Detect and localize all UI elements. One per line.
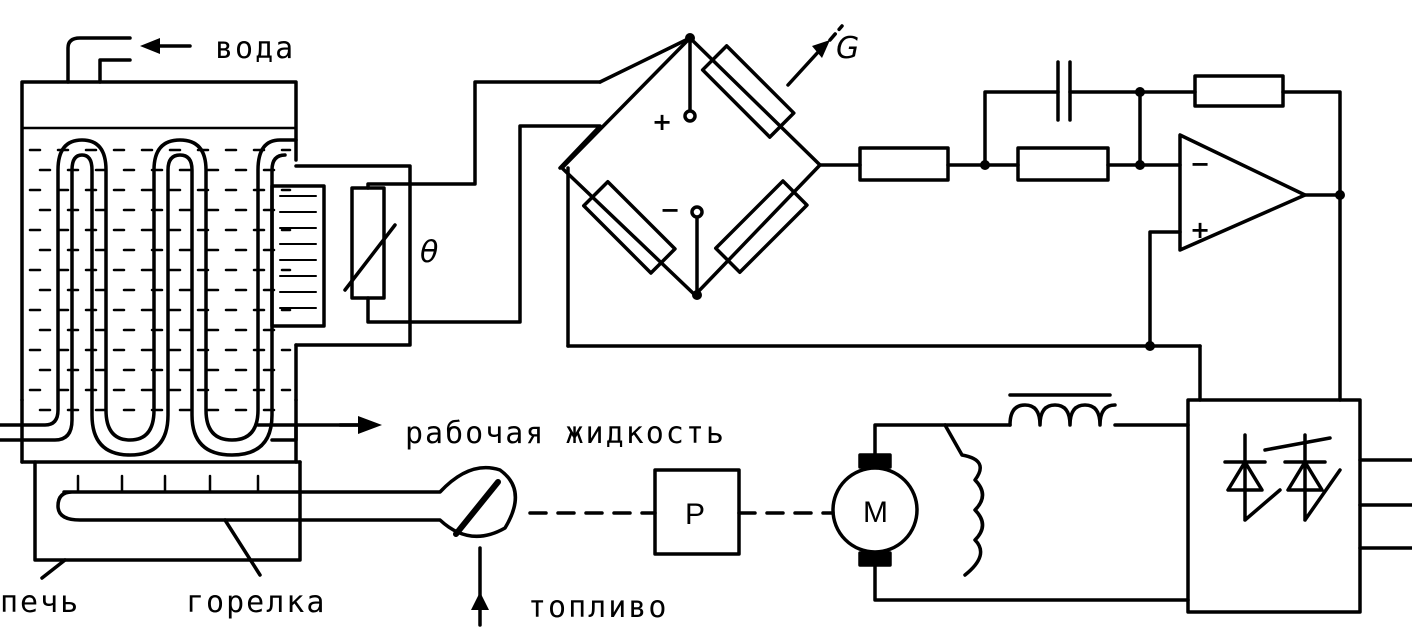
regulator-label: P [685, 498, 705, 531]
g-arrow-head [812, 40, 830, 58]
motor-circuit [831, 393, 1190, 602]
junction-dots [685, 33, 1345, 351]
power-unit [1186, 398, 1412, 614]
feedback-resistor-2 [1193, 74, 1285, 108]
opamp [1178, 133, 1307, 252]
bridge-circuit [560, 36, 1202, 348]
input-resistor [858, 146, 950, 182]
bridge-resistor-left [581, 179, 677, 275]
water-level [20, 126, 298, 412]
fuel-arrow-head [471, 592, 489, 610]
burner-flame-arrows [76, 474, 260, 494]
theta-label: θ [420, 235, 438, 270]
burner-label: горелка [186, 585, 326, 620]
amplifier-chain [818, 60, 1342, 402]
opamp-plus-label: + [1190, 216, 1210, 244]
sensor-pocket [270, 80, 602, 347]
g-label: G [836, 31, 859, 66]
fluid-arrow-head [358, 416, 382, 434]
regulator-link [528, 468, 835, 556]
water-arrow-head [140, 38, 160, 54]
fuel-label: топливо [528, 590, 668, 625]
feedback-resistor-1 [1016, 146, 1110, 182]
motor-label: M [863, 496, 888, 529]
bridge-resistor-right [713, 179, 809, 275]
furnace [33, 460, 518, 627]
water-label: вода [215, 31, 295, 66]
opamp-minus-label: − [1190, 150, 1210, 178]
furnace-label: печь [0, 585, 80, 620]
bridge-minus-label: − [660, 196, 680, 224]
bridge-plus-label: + [652, 108, 672, 136]
bridge-resistor-g [700, 24, 844, 139]
working-fluid-label: рабочая жидкость [405, 416, 726, 451]
